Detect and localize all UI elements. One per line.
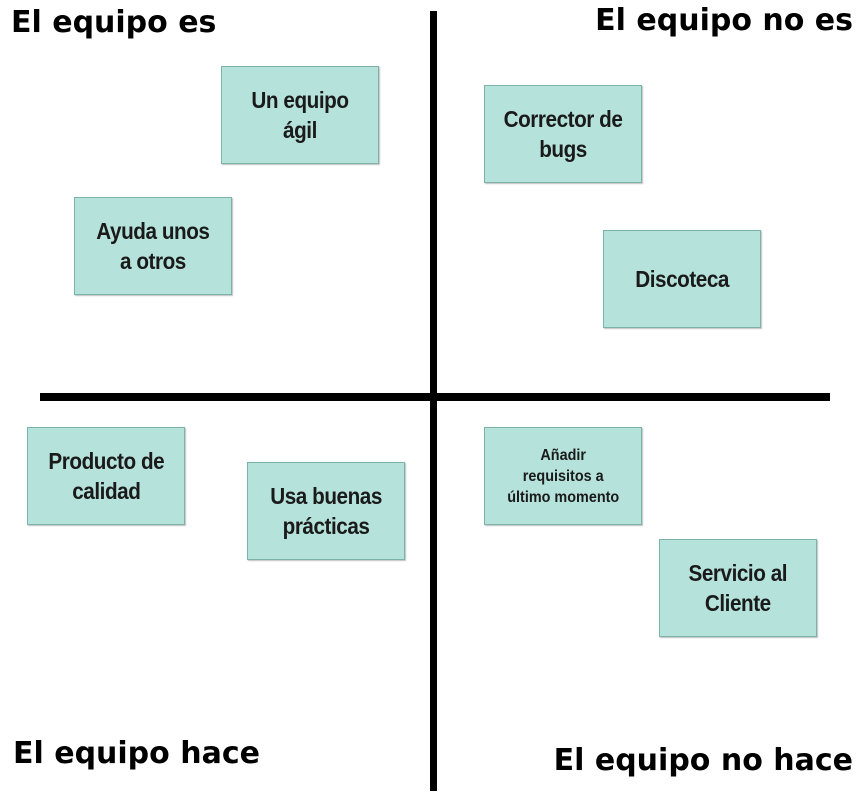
card-line: Cliente xyxy=(705,590,771,616)
card-discoteca: Discoteca xyxy=(603,230,761,328)
card-text: Un equipo ágil xyxy=(251,85,349,145)
card-line: prácticas xyxy=(282,513,370,539)
card-line: requisitos a xyxy=(522,467,604,485)
card-text: Discoteca xyxy=(635,264,729,294)
vertical-axis xyxy=(430,11,437,791)
card-line: calidad xyxy=(71,478,141,504)
quadrant-title-el-equipo-no-es: El equipo no es xyxy=(595,3,853,38)
card-line: bugs xyxy=(539,136,587,162)
card-line: Discoteca xyxy=(635,266,729,292)
card-text: Ayuda unos a otros xyxy=(96,216,210,276)
quadrant-title-el-equipo-no-hace: El equipo no hace xyxy=(553,743,853,778)
card-line: Producto de xyxy=(48,448,164,474)
horizontal-axis xyxy=(40,393,830,401)
card-line: Servicio al xyxy=(688,560,788,586)
card-producto-de-calidad: Producto de calidad xyxy=(27,427,185,525)
card-corrector-de-bugs: Corrector de bugs xyxy=(484,85,642,183)
card-text: Añadir requisitos a último momento xyxy=(507,445,619,508)
card-usa-buenas-practicas: Usa buenas prácticas xyxy=(247,462,405,560)
quadrant-title-el-equipo-es: El equipo es xyxy=(11,5,217,40)
card-line: ágil xyxy=(283,117,317,143)
card-line: Corrector de xyxy=(503,106,623,132)
card-text: Servicio al Cliente xyxy=(689,558,788,618)
card-text: Corrector de bugs xyxy=(504,104,623,164)
card-line: último momento xyxy=(507,488,619,506)
card-text: Usa buenas prácticas xyxy=(270,481,382,541)
card-line: Un equipo xyxy=(251,87,349,113)
card-servicio-al-cliente: Servicio al Cliente xyxy=(659,539,817,637)
quadrant-title-el-equipo-hace: El equipo hace xyxy=(13,736,260,771)
card-line: Usa buenas xyxy=(270,483,382,509)
card-text: Producto de calidad xyxy=(48,446,164,506)
card-anadir-requisitos-a-ultimo-momento: Añadir requisitos a último momento xyxy=(484,427,642,525)
card-un-equipo-agil: Un equipo ágil xyxy=(221,66,379,164)
card-line: a otros xyxy=(120,248,186,274)
card-line: Ayuda unos xyxy=(96,218,210,244)
card-line: Añadir xyxy=(540,446,586,464)
card-ayuda-unos-a-otros: Ayuda unos a otros xyxy=(74,197,232,295)
